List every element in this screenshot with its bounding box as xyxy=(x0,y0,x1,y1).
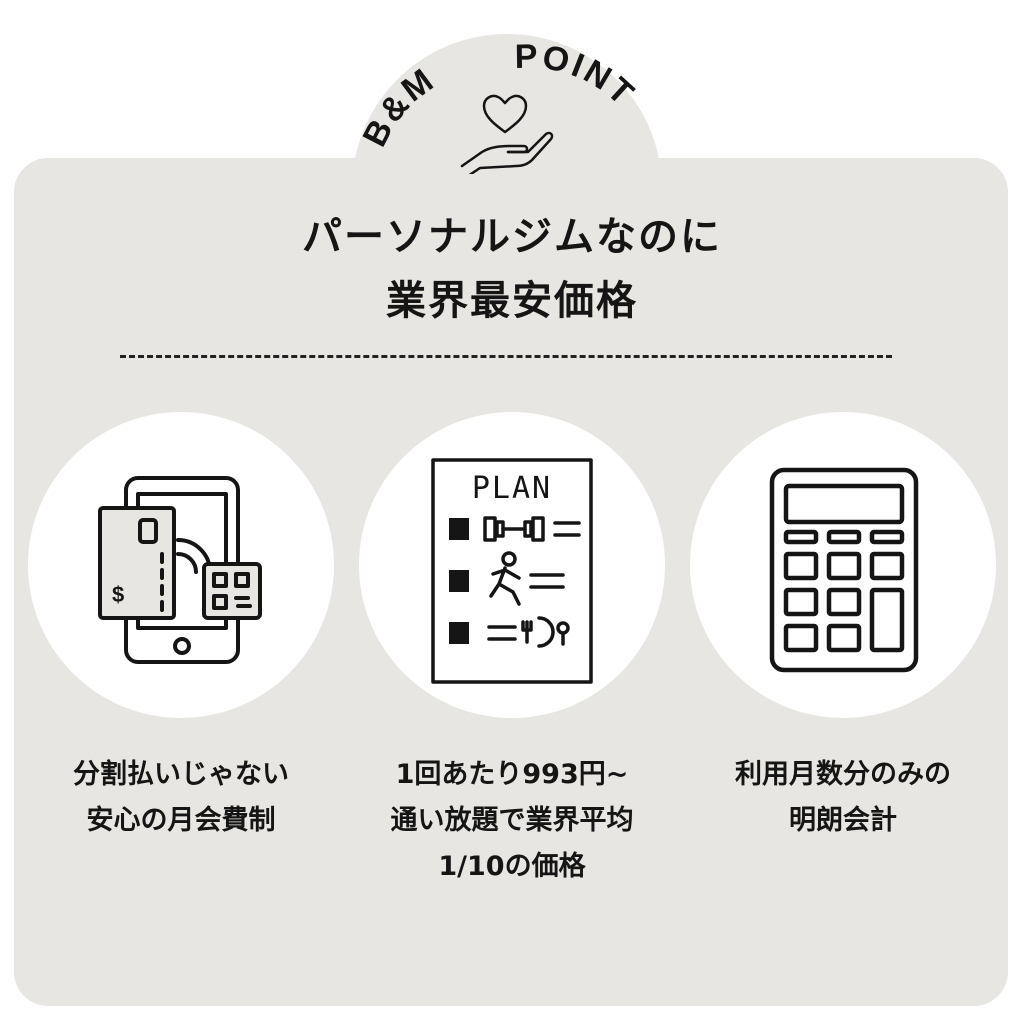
heart-in-hand-icon xyxy=(460,94,554,174)
svg-text:$: $ xyxy=(112,582,124,607)
plan-checklist-icon: PLAN xyxy=(431,458,593,684)
caption-line: 1回あたり993円~ xyxy=(395,759,629,790)
feature-circle-calculator xyxy=(690,412,996,718)
brand-right-text: POINT xyxy=(514,38,642,115)
headline-line-2: 業界最安価格 xyxy=(386,278,638,324)
headline-line-1: パーソナルジムなのに xyxy=(302,214,722,260)
plan-label: PLAN xyxy=(472,471,552,506)
caption-line: 通い放題で業界平均 xyxy=(390,805,634,836)
feature-caption-payment: 分割払いじゃない 安心の月会費制 xyxy=(21,752,341,844)
brand-left-text: B&M xyxy=(356,60,443,153)
mobile-payment-icon: $ xyxy=(98,476,262,664)
caption-line: 明朗会計 xyxy=(789,805,897,836)
feature-caption-plan: 1回あたり993円~ 通い放題で業界平均 1/10の価格 xyxy=(352,752,672,890)
feature-caption-calculator: 利用月数分のみの 明朗会計 xyxy=(683,752,1003,844)
feature-circle-payment: $ xyxy=(28,412,334,718)
caption-line: 利用月数分のみの xyxy=(735,759,951,790)
caption-line: 安心の月会費制 xyxy=(86,805,276,836)
feature-circle-plan: PLAN xyxy=(359,412,665,718)
divider xyxy=(120,355,892,358)
calculator-icon xyxy=(769,467,919,673)
brand-badge: B&M POINT xyxy=(356,38,642,174)
caption-line: 分割払いじゃない xyxy=(73,759,289,790)
caption-line: 1/10の価格 xyxy=(438,851,586,882)
